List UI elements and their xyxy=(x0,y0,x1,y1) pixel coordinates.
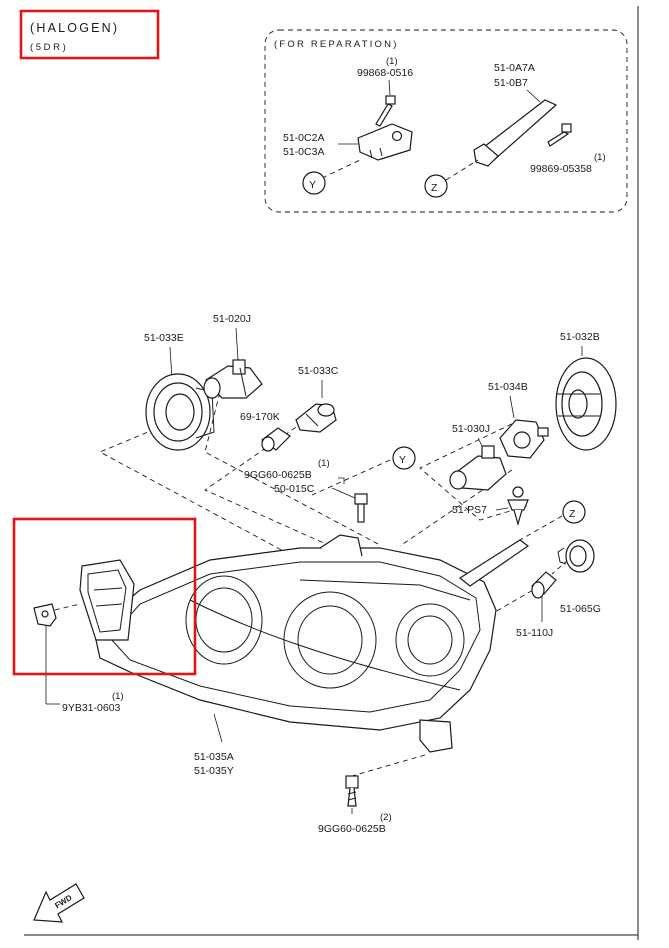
label-clip-left: 9YB31-0603 xyxy=(62,702,121,714)
low-beam-bulb-icon xyxy=(203,359,263,399)
inset-border xyxy=(264,29,628,213)
label-cover-left: 51-033E xyxy=(144,332,184,344)
headlamp-housing xyxy=(95,534,530,753)
inset-bracket-z-label-2: 51-0B7 xyxy=(494,77,528,89)
label-bracket-50: 50-015C xyxy=(274,483,315,495)
clip-left-icon xyxy=(33,603,57,627)
label-assembly-1: 51-035A xyxy=(194,751,234,763)
callout-y-main: Y xyxy=(392,446,416,470)
label-clip: 51-PS7 xyxy=(452,504,487,516)
high-beam-bulb-icon xyxy=(449,445,507,491)
inset-title: (FOR REPARATION) xyxy=(274,39,399,50)
label-bulb-low: 51-020J xyxy=(213,313,251,325)
bolt-bottom-icon xyxy=(345,775,359,814)
socket-g-icon xyxy=(557,539,595,573)
label-socket-g: 51-065G xyxy=(560,603,601,615)
label-bolt-bottom-qty: (2) xyxy=(380,812,392,823)
inset-bolt-y-label: 99868-0516 xyxy=(357,67,413,79)
bracket-z-icon xyxy=(473,89,558,167)
label-bolt-bottom: 9GG60-0625B xyxy=(318,823,386,835)
inset-bracket-z-label-1: 51-0A7A xyxy=(494,62,535,74)
label-cover-right: 51-032B xyxy=(560,331,600,343)
bolt-z-icon xyxy=(547,123,572,147)
dust-cover-right-icon xyxy=(555,357,617,451)
svg-text:Y: Y xyxy=(399,454,406,466)
svg-text:Z: Z xyxy=(431,182,438,194)
label-socket-b: 51-034B xyxy=(488,381,528,393)
label-clip-left-qty: (1) xyxy=(112,691,124,702)
callout-y-inset: Y xyxy=(302,171,326,195)
callout-z-inset: Z xyxy=(424,174,448,198)
inset-bolt-z-qty: (1) xyxy=(594,152,606,163)
label-bulb-small: 69-170K xyxy=(240,411,280,423)
header-5dr: (5DR) xyxy=(30,42,68,53)
callout-z-main: Z xyxy=(562,500,586,524)
label-socket-c: 51-033C xyxy=(298,365,339,377)
highlight-box-bracket xyxy=(12,517,197,676)
header-label: (HALOGEN) (5DR) xyxy=(30,21,119,53)
inset-bracket-y-label-2: 51-0C3A xyxy=(283,146,324,158)
repair-inset: (FOR REPARATION) (1) 99868-0516 51-0C2A … xyxy=(264,29,628,213)
fwd-arrow-icon: FWD xyxy=(33,883,85,923)
label-bolt-top-qty: (1) xyxy=(318,458,330,469)
mounting-bracket-left xyxy=(79,559,135,641)
bulb-110-icon xyxy=(531,571,557,599)
bracket-y-icon xyxy=(338,123,413,161)
svg-text:Y: Y xyxy=(309,179,316,191)
highlight-box-header xyxy=(19,9,160,60)
small-bulb-icon xyxy=(260,427,291,452)
header-halogen: (HALOGEN) xyxy=(30,21,119,35)
dust-cover-left-icon xyxy=(145,373,215,451)
label-bolt-top: 9GG60-0625B xyxy=(244,469,312,481)
socket-b-icon xyxy=(499,419,549,459)
bolt-top-icon xyxy=(331,487,368,523)
socket-c-icon xyxy=(295,403,337,433)
inset-bolt-y-qty: (1) xyxy=(386,56,398,67)
inset-bracket-y-label-1: 51-0C2A xyxy=(283,132,324,144)
svg-text:Z: Z xyxy=(569,508,576,520)
label-bulb-high: 51-030J xyxy=(452,423,490,435)
inset-bolt-z-label: 99869-05358 xyxy=(530,163,592,175)
bolt-y-icon xyxy=(375,79,396,127)
clip-ps7-icon xyxy=(507,486,529,527)
label-bulb-110: 51-110J xyxy=(516,627,553,639)
label-assembly-2: 51-035Y xyxy=(194,765,234,777)
